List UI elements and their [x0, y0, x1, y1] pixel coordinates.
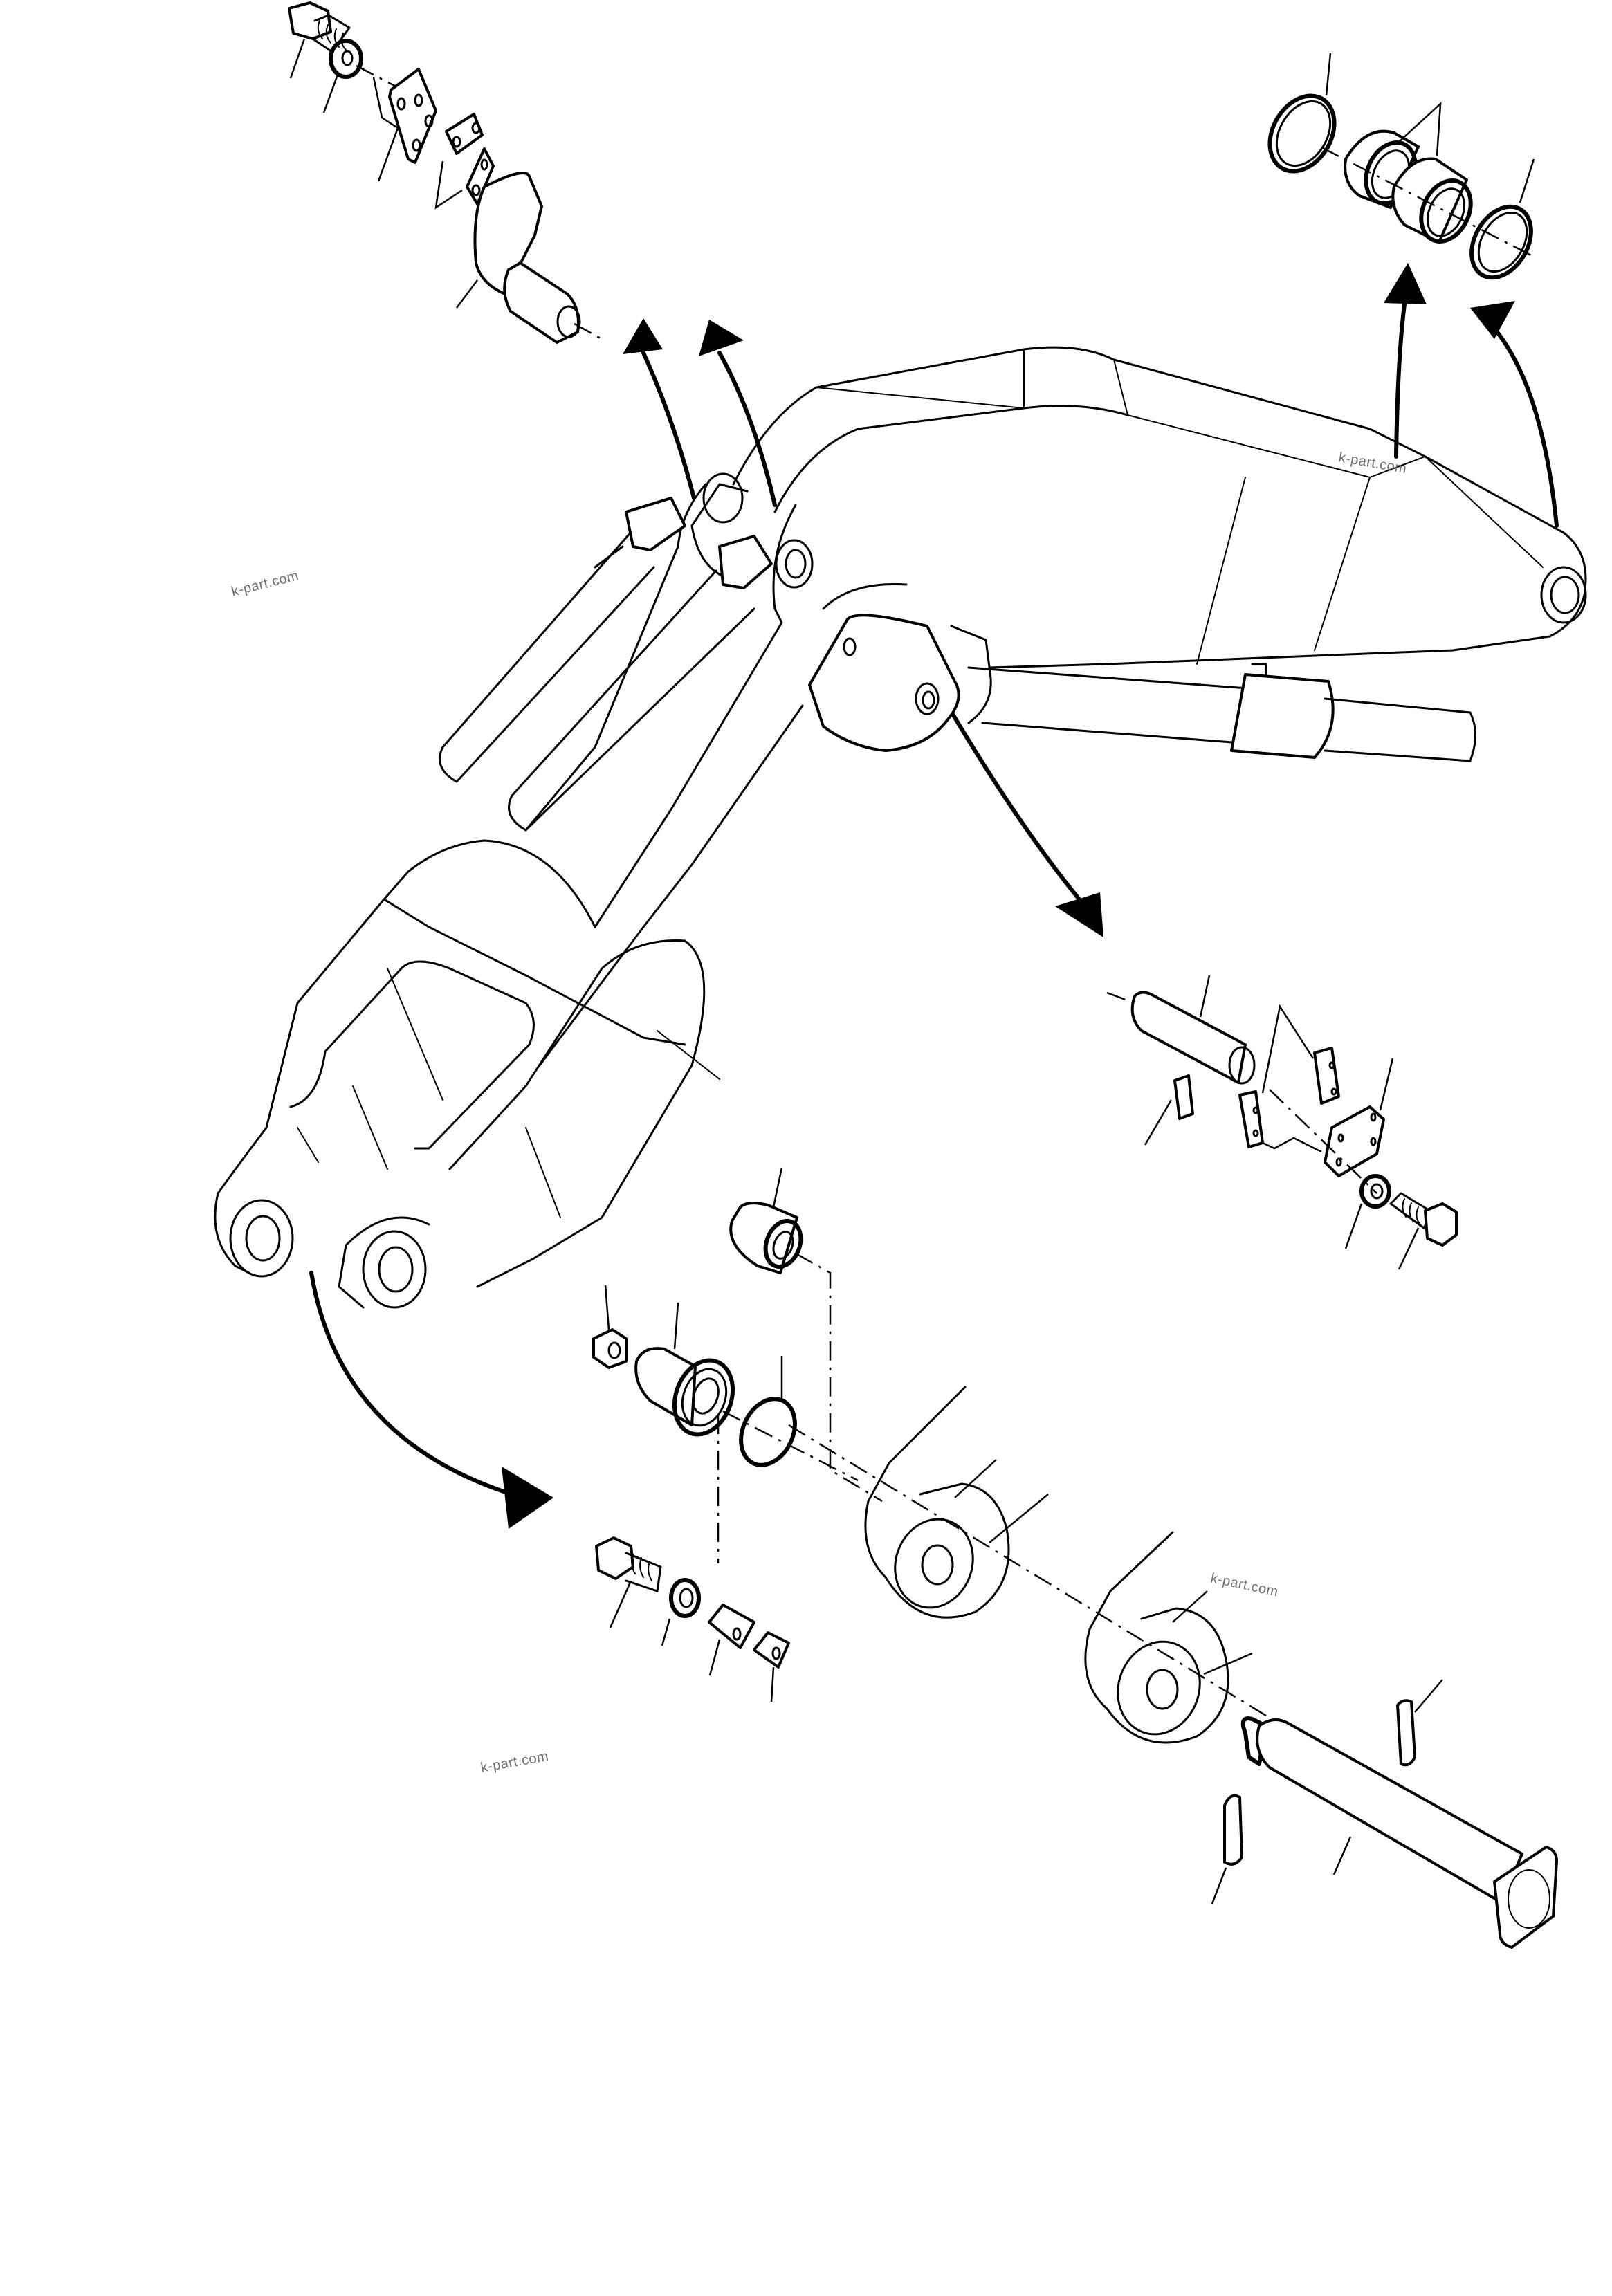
seal-ring-icon: [1469, 158, 1535, 280]
pin-icon: [1130, 975, 1256, 1085]
flanged-pin-icon: [456, 172, 603, 344]
hydraulic-cylinder-icon: [439, 497, 686, 783]
keeper-icon: [753, 1631, 790, 1702]
keeper-icon: [708, 1604, 755, 1676]
lower-bushing-group: [592, 1167, 883, 1702]
keeper-icon: [434, 147, 495, 210]
hydraulic-cylinder-icon: [508, 535, 773, 832]
long-pin-icon: [1240, 1716, 1558, 1949]
washer-icon: [1344, 1174, 1391, 1249]
washer-icon: [322, 39, 363, 113]
bolt-icon: [595, 1536, 662, 1628]
mid-right-pin-group: [1106, 975, 1458, 1270]
flanged-bushing-icon: [634, 1302, 735, 1437]
bracket-icon: [1084, 1531, 1253, 1744]
bushing-icon: [1391, 101, 1473, 244]
seal-ring-icon: [1267, 53, 1337, 174]
curved-arrow-icon: [1470, 301, 1559, 528]
top-left-pin-group: [288, 1, 603, 344]
curved-arrow-icon: [309, 1271, 553, 1529]
curved-arrow-icon: [942, 698, 1103, 937]
curved-arrow-icon: [699, 320, 777, 507]
key-icon: [1144, 1074, 1194, 1146]
boom-assembly: [214, 346, 1587, 1309]
key-icon: [1211, 1794, 1243, 1904]
curved-arrow-icon: [1384, 263, 1427, 459]
plate-icon: [372, 68, 437, 182]
nut-icon: [592, 1285, 628, 1369]
bolt-icon: [288, 1, 351, 79]
curved-arrow-icon: [623, 318, 696, 500]
bolt-icon: [1389, 1192, 1458, 1270]
keeper-icon: [445, 113, 484, 155]
bottom-pin-group: [788, 1386, 1558, 1949]
key-icon: [1396, 1679, 1443, 1767]
bushing-icon: [729, 1167, 803, 1274]
o-ring-icon: [739, 1356, 797, 1467]
bracket-icon: [864, 1386, 1049, 1619]
plate-icon: [1324, 1058, 1394, 1177]
direction-arrows: [309, 263, 1559, 1529]
top-right-bushing-group: [1267, 53, 1535, 280]
keeper-icon: [1313, 1047, 1340, 1105]
washer-icon: [661, 1578, 701, 1646]
